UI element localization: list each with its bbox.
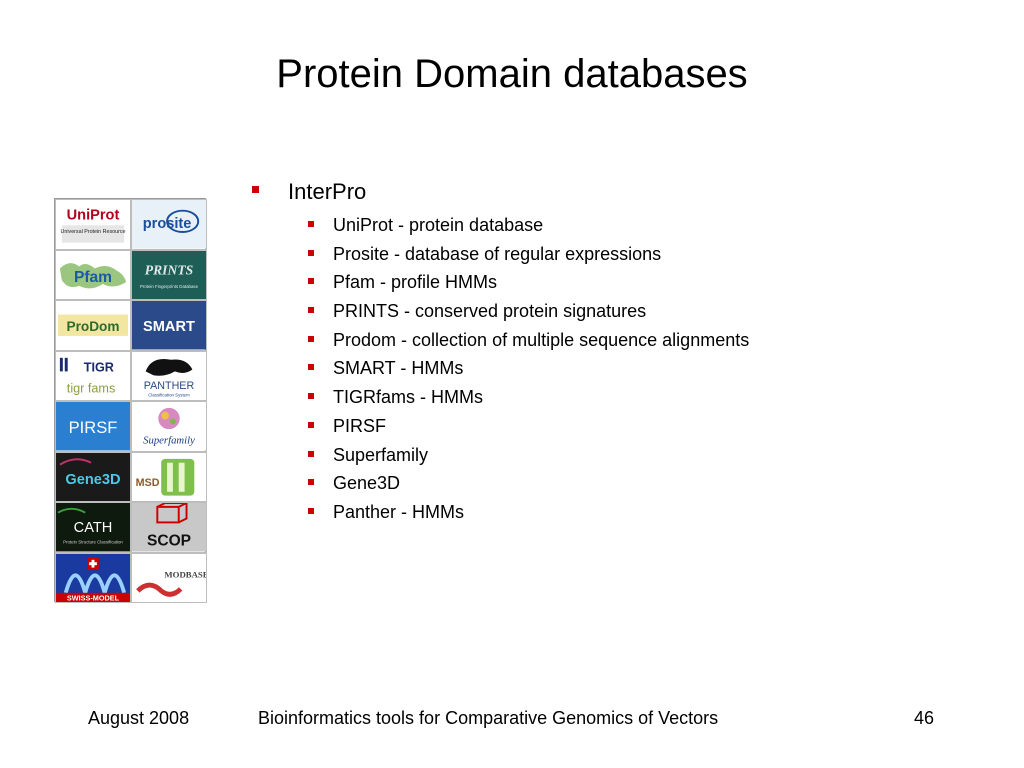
slide-title: Protein Domain databases	[276, 52, 748, 96]
panther-logo-subtext: Classification System	[148, 392, 190, 397]
cath-logo-subtext: Protein Structure Classification	[63, 540, 123, 545]
sub-bullet-text: UniProt - protein database	[333, 215, 544, 235]
sub-bullet-item: Gene3D	[250, 469, 990, 498]
sub-bullet-item: SMART - HMMs	[250, 354, 990, 383]
prosite-logo-text: prosite	[143, 216, 192, 232]
superfamily-logo-text: Superfamily	[143, 435, 195, 447]
prints-logo-text: PRINTS	[145, 262, 193, 277]
modbase-logo: MODBASE	[131, 552, 207, 603]
sub-bullet-text: Pfam - profile HMMs	[333, 272, 498, 293]
sub-bullet-item: Prosite - database of regular expression…	[250, 240, 990, 269]
tigr-logo: TIGR tigr fams	[55, 350, 131, 401]
tigr-logo-subtext: tigr fams	[67, 381, 115, 395]
square-bullet-icon	[308, 307, 314, 314]
msd-logo: MSD	[131, 451, 207, 502]
cath-logo: CATH Protein Structure Classification	[55, 502, 131, 553]
tigr-logo-text: TIGR	[84, 360, 114, 374]
sub-bullet-item: TIGRfams - HMMs	[250, 383, 990, 412]
swiss-model-logo: SWISS-MODEL	[55, 552, 131, 603]
smart-logo-text: SMART	[143, 319, 195, 335]
msd-logo-text: MSD	[136, 476, 160, 488]
square-bullet-icon	[308, 479, 314, 486]
modbase-logo-text: MODBASE	[164, 569, 206, 579]
uniprot-logo-text: UniProt	[67, 207, 120, 223]
uniprot-logo: UniProt Universal Protein Resource	[55, 199, 131, 250]
uniprot-logo-subtext: Universal Protein Resource	[61, 229, 126, 235]
sub-bullet-item: Panther - HMMs	[250, 498, 990, 527]
scop-logo-text: SCOP	[147, 533, 191, 550]
sub-bullet-item: Superfamily	[250, 441, 990, 470]
sub-bullet-text: SMART - HMMs	[333, 358, 464, 379]
footer-course-title: Bioinformatics tools for Comparative Gen…	[258, 708, 719, 728]
square-bullet-icon	[308, 364, 314, 371]
gene3d-logo-text: Gene3D	[65, 472, 120, 488]
sub-bullet-item: PIRSF	[250, 412, 990, 441]
sub-bullet-text: Superfamily	[333, 444, 429, 465]
square-bullet-icon	[308, 421, 314, 428]
square-bullet-icon	[308, 278, 314, 285]
sub-bullet-item: PRINTS - conserved protein signatures	[250, 297, 990, 326]
square-bullet-icon	[308, 507, 314, 514]
database-logo-grid: UniProt Universal Protein Resource prosi…	[54, 198, 207, 603]
sub-bullet-text: PRINTS - conserved protein signatures	[333, 301, 647, 322]
sub-bullet-text: PIRSF	[333, 415, 387, 436]
sub-bullet-text: Prodom - collection of multiple sequence…	[333, 329, 750, 350]
footer-page-number: 46	[914, 708, 935, 728]
footer-date: August 2008	[88, 708, 190, 728]
sub-bullet-text: Prosite - database of regular expression…	[333, 243, 662, 264]
square-bullet-icon	[252, 186, 259, 193]
square-bullet-icon	[308, 335, 314, 342]
smart-logo: SMART	[131, 300, 207, 351]
bullet-text: InterPro	[288, 179, 367, 204]
square-bullet-icon	[308, 393, 314, 400]
pfam-logo-text: Pfam	[74, 269, 112, 286]
prodom-logo: ProDom	[55, 300, 131, 351]
prints-logo-subtext: Protein Fingerprints Database	[140, 283, 199, 288]
swiss-model-logo-text: SWISS-MODEL	[67, 593, 120, 602]
pirsf-logo-text: PIRSF	[69, 418, 118, 437]
cath-logo-text: CATH	[74, 520, 113, 536]
sub-bullet-item: Pfam - profile HMMs	[250, 268, 990, 297]
superfamily-logo: Superfamily	[131, 401, 207, 452]
pfam-logo: Pfam	[55, 249, 131, 300]
bullet-list: InterPro UniProt - protein database Pros…	[250, 177, 990, 527]
square-bullet-icon	[308, 450, 314, 457]
prints-logo: PRINTS Protein Fingerprints Database	[131, 249, 207, 300]
sub-bullet-list: UniProt - protein database Prosite - dat…	[250, 211, 990, 527]
panther-logo: PANTHER Classification System	[131, 350, 207, 401]
sub-bullet-text: Gene3D	[333, 473, 401, 494]
bullet-item-interpro: InterPro	[250, 177, 990, 207]
sub-bullet-text: TIGRfams - HMMs	[333, 387, 483, 408]
sub-bullet-item: Prodom - collection of multiple sequence…	[250, 326, 990, 355]
scop-logo: SCOP	[131, 502, 207, 553]
pirsf-logo: PIRSF	[55, 401, 131, 452]
panther-logo-text: PANTHER	[144, 379, 195, 391]
prosite-logo: prosite	[131, 199, 207, 250]
sub-bullet-item: UniProt - protein database	[250, 211, 990, 240]
prodom-logo-text: ProDom	[67, 319, 120, 334]
square-bullet-icon	[308, 221, 314, 227]
sub-bullet-text: Panther - HMMs	[333, 501, 465, 522]
gene3d-logo: Gene3D	[55, 451, 131, 502]
square-bullet-icon	[308, 249, 314, 256]
